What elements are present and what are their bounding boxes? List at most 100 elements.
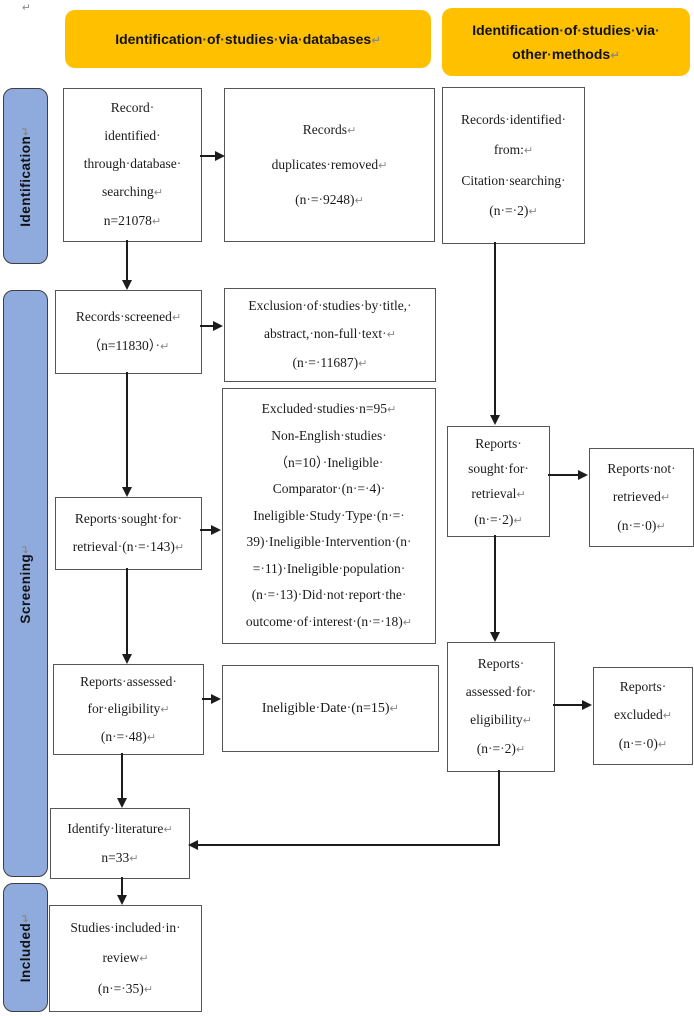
box-line: retrieval↵ (471, 485, 526, 501)
box-line: Records·screened↵ (75, 309, 182, 324)
box-excluded-studies-detail: Excluded·studies·n=95↵ Non-English·studi… (222, 388, 436, 644)
box-line: (n·=·0)↵ (618, 736, 668, 751)
box-line: Record· (110, 100, 155, 115)
box-line: from:↵ (493, 141, 534, 157)
box-line: Studies·included·in· (70, 919, 181, 935)
box-line: identified· (104, 128, 161, 143)
box-line: searching↵ (101, 184, 163, 199)
arrow-screened-to-exclusion-line (200, 325, 214, 327)
box-line: Records↵ (302, 121, 357, 137)
box-line: （n=11830）·↵ (87, 338, 170, 353)
box-line: Reports·not· (607, 460, 676, 476)
box-line: (n·=·9248)↵ (295, 191, 364, 207)
sidebar-included-label: Included↵ (18, 912, 33, 983)
box-line: Identify·literature↵ (67, 820, 173, 836)
box-line: n=21078↵ (103, 213, 162, 228)
arrow-identify-to-included-line (121, 877, 123, 896)
arrow-citation-to-sought-head (489, 415, 500, 425)
box-studies-included: Studies·included·in· review↵ (n·=·35)↵ (49, 905, 202, 1012)
box-line: (n·=·0)↵ (617, 517, 666, 533)
arrow-sought-to-notretrieved-head (578, 469, 588, 480)
box-line: Reports· (477, 656, 525, 671)
box-records-screened: Records·screened↵ （n=11830）·↵ (55, 290, 202, 374)
arrow-screened-to-sought-line (126, 372, 128, 488)
arrow-screened-to-sought-head (121, 487, 132, 497)
box-record-identified: Record· identified· through·database· se… (63, 88, 202, 242)
box-line: Comparator·(n·=·4)· (272, 481, 386, 497)
arrow-citation-to-sought-line (494, 242, 496, 416)
arrow-screened-to-exclusion-head (213, 320, 223, 331)
box-line: (n·=·48)↵ (100, 729, 157, 744)
arrow-sought-to-notretrieved-line (548, 474, 579, 476)
arrow-record-to-duplicates-head (215, 150, 225, 161)
box-line: Reports· (619, 679, 667, 694)
arrow-assessed-to-identify-head (116, 798, 127, 808)
box-line: assessed·for· (465, 684, 537, 699)
box-line: through·database· (83, 156, 182, 171)
box-line: Exclusion·of·studies·by·title,· (248, 298, 412, 313)
box-duplicates-removed: Records↵ duplicates·removed↵ (n·=·9248)↵ (224, 88, 435, 242)
arrow-assessed-to-excluded-other-head (582, 699, 592, 710)
header-databases: Identification·of·studies·via·databases↵ (65, 10, 431, 68)
box-line: n=33↵ (101, 849, 139, 865)
arrow-record-to-duplicates-line (200, 155, 216, 157)
box-line: Reports·assessed· (80, 674, 177, 689)
box-line: (n·=·2)↵ (476, 741, 526, 756)
box-line: Ineligible·Study·Type·(n·=· (253, 507, 405, 523)
box-records-citation: Records·identified· from:↵ Citation·sear… (442, 87, 585, 244)
arrow-assessed-to-ineligible-line (202, 698, 212, 700)
box-line: （n=10）·Ineligible· (274, 454, 384, 470)
header-other-methods-line2: other·methods↵ (512, 45, 620, 62)
arrow-assessed-to-excluded-other-line (553, 704, 583, 706)
header-databases-text: Identification·of·studies·via·databases↵ (115, 30, 381, 47)
box-identify-literature: Identify·literature↵ n=33↵ (50, 808, 190, 879)
arrow-sought-to-assessed-other-head (489, 632, 500, 642)
arrow-assessed-to-ineligible-head (211, 693, 221, 704)
arrow-sought-to-excluded-line (200, 529, 212, 531)
box-reports-assessed-other: Reports· assessed·for· eligibility↵ (n·=… (447, 642, 555, 772)
box-line: (n·=·11687)↵ (292, 355, 368, 370)
box-line: retrieved↵ (612, 488, 671, 504)
box-reports-excluded: Reports· excluded↵ (n·=·0)↵ (593, 667, 693, 765)
arrow-sought-to-excluded-head (211, 524, 221, 535)
box-line: duplicates·removed↵ (271, 156, 388, 172)
box-line: for·eligibility↵ (87, 701, 170, 716)
arrow-assessed-to-identify-line (121, 753, 123, 799)
box-exclusion-title-abstract: Exclusion·of·studies·by·title,· abstract… (224, 288, 436, 382)
box-line: (n·=·2)↵ (474, 511, 523, 527)
box-line: Reports· (475, 435, 522, 451)
arrow-record-to-screened-head (121, 280, 132, 290)
box-reports-sought-other: Reports· sought·for· retrieval↵ (n·=·2)↵ (447, 426, 550, 537)
box-line: (n·=·13)·Did·not·report·the· (251, 587, 407, 603)
arrow-record-to-screened-line (126, 240, 128, 281)
box-line: Excluded·studies·n=95↵ (261, 400, 397, 416)
sidebar-screening-label: Screening↵ (18, 543, 33, 624)
paragraph-mark: ↵ (22, 1, 31, 14)
box-line: Reports·sought·for· (74, 511, 183, 526)
box-line: 39)·Ineligible·Intervention·(n· (246, 534, 412, 550)
box-line: excluded↵ (613, 707, 672, 722)
arrow-sought-to-assessed-other-line (494, 535, 496, 633)
box-reports-not-retrieved: Reports·not· retrieved↵ (n·=·0)↵ (589, 448, 694, 547)
box-line: Citation·searching· (461, 172, 566, 188)
arrow-elbow-head (188, 839, 198, 850)
sidebar-screening: Screening↵ (3, 290, 48, 877)
arrow-sought-to-assessed-head (121, 654, 132, 664)
box-line: review↵ (102, 949, 149, 965)
box-line: outcome·of·interest·(n·=·18)↵ (245, 613, 413, 629)
arrow-elbow-vertical-line (498, 770, 500, 846)
box-line: eligibility↵ (470, 712, 532, 727)
box-ineligible-date: Ineligible·Date·(n=15)↵ (222, 665, 439, 752)
box-reports-sought: Reports·sought·for· retrieval·(n·=·143)↵ (55, 497, 202, 570)
sidebar-identification: Identification↵ (3, 88, 48, 264)
arrow-sought-to-assessed-line (126, 568, 128, 655)
sidebar-included: Included↵ (3, 883, 48, 1012)
header-other-methods-line1: Identification·of·studies·via· (472, 21, 660, 38)
box-line: Ineligible·Date·(n=15)↵ (261, 701, 400, 716)
arrow-identify-to-included-head (116, 895, 127, 905)
box-line: =·11)·Ineligible·population· (252, 560, 406, 576)
box-reports-assessed: Reports·assessed· for·eligibility↵ (n·=·… (53, 664, 204, 755)
box-line: Records·identified· (461, 111, 566, 127)
header-other-methods: Identification·of·studies·via· other·met… (442, 8, 690, 76)
